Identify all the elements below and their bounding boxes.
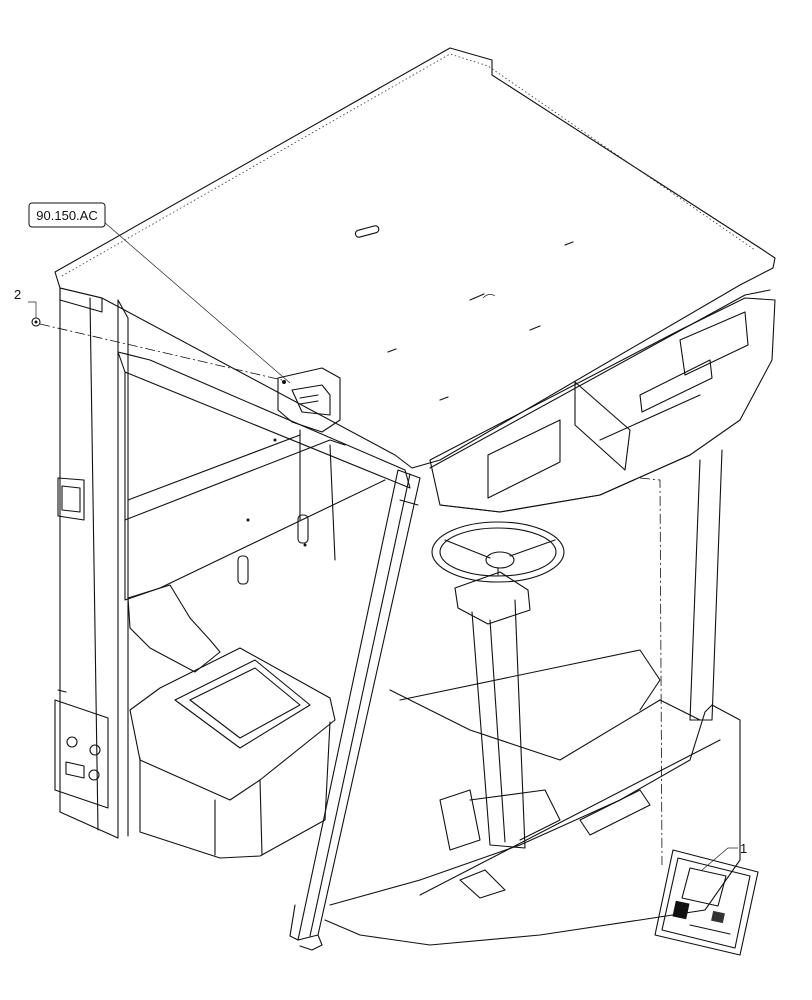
seat-base bbox=[127, 584, 336, 859]
reference-label-text: 90.150.AC bbox=[36, 208, 97, 223]
display-monitor-part-1 bbox=[654, 849, 759, 956]
callout-number-2: 2 bbox=[14, 287, 21, 302]
cab-roof bbox=[54, 47, 776, 469]
reference-leader-line bbox=[103, 221, 291, 384]
cab-floor bbox=[324, 649, 741, 946]
screw-part-2 bbox=[31, 317, 41, 327]
reference-label-box[interactable]: 90.150.AC bbox=[28, 202, 106, 228]
cab-rear-frame bbox=[117, 351, 411, 601]
explosion-line-2 bbox=[39, 323, 283, 381]
cab-left-panel bbox=[54, 287, 129, 839]
explosion-line-1 bbox=[639, 477, 663, 866]
steering-assembly bbox=[431, 521, 565, 849]
callout-1-leader bbox=[701, 847, 738, 871]
cab-right-structure bbox=[429, 297, 776, 721]
rear-bracket bbox=[277, 367, 341, 433]
front-pillar bbox=[289, 469, 421, 951]
callout-number-1: 1 bbox=[740, 841, 747, 856]
callout-2-leader bbox=[28, 301, 37, 318]
